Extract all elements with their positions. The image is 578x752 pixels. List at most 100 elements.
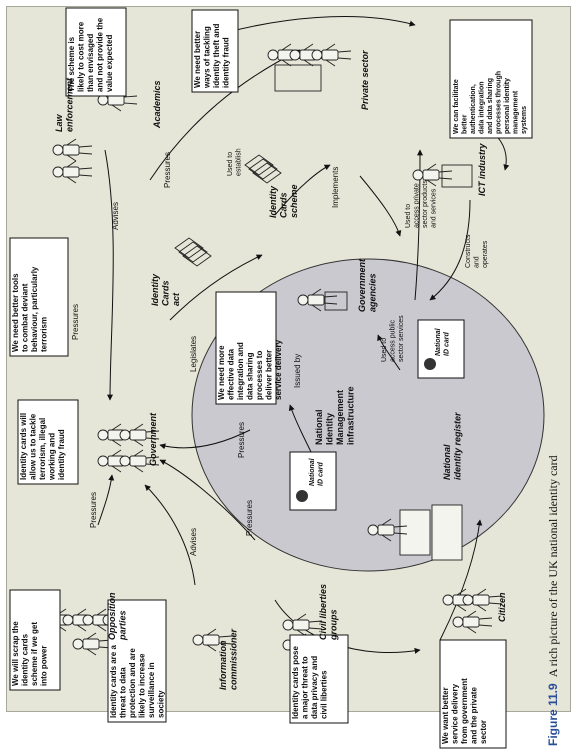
citizen-quote-line: We want better [441, 687, 450, 744]
used-to-access-public-label-line: access public [390, 319, 397, 362]
figure-caption-text: A rich picture of the UK national identi… [546, 455, 560, 678]
law-enforcement-label-line: enforcement [65, 77, 75, 132]
government-agencies-label-line: agencies [368, 273, 378, 312]
private-sector-quote-line: identity fraud [222, 37, 231, 88]
pressures-law-label-line: Pressures [71, 304, 80, 340]
used-to-access-private-label-line: and services [431, 188, 438, 228]
private-sector-quote-line: identity theft and [212, 23, 221, 88]
law-enforcement-label: Lawenforcement [54, 77, 75, 132]
academics-quote-box [65, 7, 127, 97]
information-commissioner-quote-line: likely to increase [138, 653, 147, 718]
opposition-parties-quote-line: into power [40, 646, 49, 686]
national-identity-register-label-line: National [442, 444, 452, 480]
government-quote-line: working and [48, 433, 57, 481]
figure-number: Figure 11.9 [546, 683, 560, 746]
civil-liberties-label: Civil libertiesgroups [318, 584, 339, 641]
identity-cards-act-label: IdentityCardsact [150, 273, 181, 306]
private-sector-quote-box [191, 9, 239, 93]
law-enforcement-quote: We need better toolsto combat deviantbeh… [11, 266, 49, 352]
used-to-access-public-label-line: sector services [398, 315, 405, 362]
ict-industry-quote-line: We can facilitate [453, 79, 460, 134]
civil-liberties-quote-line: a major threat to [301, 656, 310, 719]
government-quote-line: Identity cards will [19, 413, 28, 480]
advises-commissioner-label-line: Advises [189, 528, 198, 556]
ict-industry-quote-line: systems [521, 106, 528, 134]
legislates-label-line: Legislates [189, 336, 198, 372]
constructs-operates-label-line: operates [482, 240, 489, 268]
identity-cards-act-papers [174, 237, 212, 267]
information-commissioner-quote-line: society [157, 690, 166, 718]
government-agencies-quote-line: processes to [255, 351, 264, 400]
national-id-card-left-icon [289, 451, 337, 511]
private-sector-label-line: Private sector [360, 50, 370, 110]
national-identity-register-label: Nationalidentity register [442, 412, 463, 480]
citizen-label: Citizen [497, 592, 507, 622]
information-commissioner-label: Informationcommissioner [218, 628, 239, 690]
pressures-private-label-line: Pressures [163, 152, 172, 188]
government-agencies-label-line: Government [357, 258, 367, 312]
law-enforcement-quote-line: We need better tools [11, 273, 20, 352]
infrastructure-label-line: infrastructure [346, 386, 356, 445]
citizen-label-line: Citizen [497, 592, 507, 622]
opposition-parties-quote-line: identity cards [21, 633, 30, 686]
ict-industry-quote-line: better [462, 114, 469, 134]
ict-industry-quote-line: authentication, [470, 84, 477, 134]
private-sector-quote-line: We need better [193, 31, 202, 88]
information-commissioner-quote: Identity cards are athreat to dataprotec… [109, 645, 166, 718]
ict-industry-label-line: ICT industry [477, 143, 487, 196]
law-enforcement-quote-box [9, 237, 69, 357]
identity-cards-act-label-line: act [171, 292, 181, 306]
information-commissioner-quote-box [107, 599, 167, 723]
opposition-parties-quote-box [9, 589, 61, 691]
government-agencies-quote-line: data sharing [246, 352, 255, 400]
government-agencies-quote-line: service delivery [274, 339, 283, 400]
citizen-quote-line: service delivery [451, 683, 460, 744]
academics-quote-line: than envisaged [86, 34, 95, 92]
government-agencies-quote-box [215, 291, 277, 405]
information-commissioner-quote-line: threat to data [119, 667, 128, 718]
information-commissioner-quote-line: protection and are [128, 648, 137, 718]
national-id-card-left-label-line: National [309, 457, 316, 486]
government-agencies-quote-line: deliver better [265, 350, 274, 400]
ict-industry-figure [413, 164, 473, 188]
citizen-quote-box [439, 639, 507, 749]
government-quote-line: allow us to tackle [29, 413, 38, 480]
government-agencies-quote-line: We need more [217, 345, 226, 400]
used-to-access-private-label-line: access private [414, 183, 421, 228]
civil-liberties-quote: Identity cards posea major threat todata… [291, 646, 329, 719]
civil-liberties-quote-line: data privacy and [310, 656, 319, 719]
rotated-labels: We need better toolsto combat deviantbeh… [11, 17, 528, 744]
pressures-opposition-label: Pressures [89, 492, 98, 528]
opposition-parties-quote: We will scrap theidentity cardsscheme if… [11, 621, 49, 686]
pressures-civil-label: Pressures [245, 500, 254, 536]
ict-industry-label: ICT industry [477, 143, 487, 196]
law-enforcement-figure [53, 139, 92, 183]
legislates-label: Legislates [189, 336, 198, 372]
used-to-establish-label-line: establish [236, 148, 243, 176]
law-enforcement-quote-line: to combat deviant [21, 283, 30, 352]
information-commissioner-label-line: Information [218, 640, 228, 690]
academics-quote-line: likely to cost more [77, 21, 86, 92]
private-sector-label: Private sector [360, 50, 370, 110]
pressures-agencies-label: Pressures [237, 422, 246, 458]
opposition-parties-quote-line: scheme if we get [30, 622, 39, 686]
used-to-establish-label-line: Used to [227, 152, 234, 176]
opposition-parties-label: Oppositionparties [107, 592, 128, 641]
infrastructure-label-line: Management [335, 390, 345, 445]
academics-quote: The scheme islikely to cost morethan env… [67, 17, 114, 92]
academics-quote-line: value expected [105, 35, 114, 92]
identity-cards-scheme-label: IdentityCardsscheme [268, 184, 299, 218]
opposition-parties-label-line: parties [118, 610, 128, 641]
pressures-opposition-label-line: Pressures [89, 492, 98, 528]
civil-liberties-label-line: groups [329, 610, 339, 642]
civil-liberties-quote-box [289, 634, 349, 724]
academics-quote-line: and not provide the [96, 17, 105, 92]
citizen-quote-line: sector [479, 720, 488, 744]
private-sector-quote-line: ways of tackling [203, 26, 212, 89]
